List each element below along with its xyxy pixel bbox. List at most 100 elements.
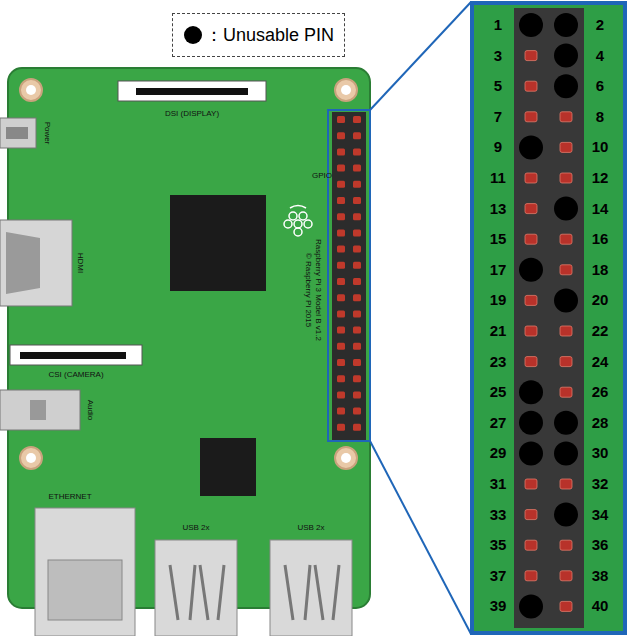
- power-socket: [6, 127, 28, 139]
- csi-label: CSI (CAMERA): [48, 371, 103, 380]
- pin-number: 36: [592, 537, 609, 554]
- usable-pin: [560, 540, 572, 550]
- pin-number: 1: [494, 17, 502, 34]
- usable-pin: [560, 479, 572, 489]
- unusable-pin: [554, 503, 578, 527]
- pin-number: 20: [592, 292, 609, 309]
- audio-jack: [0, 390, 80, 430]
- header-pin: [353, 132, 361, 139]
- pin-number: 9: [494, 139, 502, 156]
- header-pin: [353, 294, 361, 301]
- power-port: [0, 118, 36, 148]
- header-pin: [337, 294, 345, 301]
- board-model-text: Raspberry Pi 3 Model B v1.2: [314, 239, 323, 341]
- header-pins: [337, 116, 361, 431]
- pin-number: 2: [596, 17, 604, 34]
- pin-number: 32: [592, 476, 609, 493]
- usable-pin: [560, 112, 572, 122]
- header-pin: [337, 148, 345, 155]
- header-pin: [337, 310, 345, 317]
- zoom-header-strip: [514, 8, 584, 628]
- unusable-pin: [554, 197, 578, 221]
- unusable-pin: [519, 135, 543, 159]
- pin-number: 18: [592, 262, 609, 279]
- usable-pin: [525, 204, 537, 214]
- usable-pin: [560, 326, 572, 336]
- usb-label: USB 2x: [297, 524, 324, 533]
- pin-number: 31: [490, 476, 507, 493]
- usable-pin: [525, 357, 537, 367]
- processor-chip: [170, 195, 266, 291]
- pin-number: 3: [494, 47, 502, 64]
- audio-socket: [30, 400, 46, 420]
- gpio-label: GPIO: [312, 172, 332, 181]
- legend-dot: [183, 25, 203, 45]
- zoom-panel: [472, 3, 625, 633]
- usable-pin: [560, 571, 572, 581]
- usable-pin: [525, 173, 537, 183]
- legend-text: ：Unusable PIN: [205, 23, 334, 47]
- pin-number: 21: [490, 323, 507, 340]
- header-pin: [353, 359, 361, 366]
- zoom-frame: [328, 110, 370, 441]
- pin-number: 39: [490, 598, 507, 615]
- zoom-pins: [519, 13, 578, 618]
- pin-number: 40: [592, 598, 609, 615]
- csi-slot: [20, 352, 126, 359]
- usb-chip: [200, 438, 256, 496]
- unusable-pin: [519, 441, 543, 465]
- usable-pin: [525, 234, 537, 244]
- zoom-line: [370, 441, 471, 634]
- pin-number: 5: [494, 78, 502, 95]
- header-pin: [337, 391, 345, 398]
- usable-pin: [560, 387, 572, 397]
- header-pin: [353, 310, 361, 317]
- usb-label: USB 2x: [182, 524, 209, 533]
- usable-pin: [560, 601, 572, 611]
- audio-label: Audio: [86, 400, 95, 420]
- usable-pin: [560, 357, 572, 367]
- pin-number: 13: [490, 200, 507, 217]
- header-pin: [353, 213, 361, 220]
- unusable-pin: [519, 380, 543, 404]
- pin-number: 23: [490, 353, 507, 370]
- unusable-pin: [554, 411, 578, 435]
- usable-pin: [525, 112, 537, 122]
- pin-number: 4: [596, 47, 604, 64]
- pin-number: 19: [490, 292, 507, 309]
- header-pin: [337, 246, 345, 253]
- usable-pin: [525, 81, 537, 91]
- legend-box: ：Unusable PIN: [172, 13, 345, 57]
- usable-pin: [525, 510, 537, 520]
- usable-pin: [560, 265, 572, 275]
- csi-connector: [10, 345, 142, 365]
- ethernet-port: [35, 508, 135, 636]
- unusable-pin: [554, 441, 578, 465]
- header-pin: [353, 391, 361, 398]
- pin-number: 6: [596, 78, 604, 95]
- hdmi-socket: [6, 232, 40, 294]
- header-pin: [353, 246, 361, 253]
- pin-number: 12: [592, 170, 609, 187]
- header-pin: [337, 181, 345, 188]
- pin-number: 33: [490, 506, 507, 523]
- usable-pin: [525, 51, 537, 61]
- unusable-pin: [519, 258, 543, 282]
- pin-number: 28: [592, 415, 609, 432]
- pin-number: 27: [490, 415, 507, 432]
- header-pin: [353, 278, 361, 285]
- pin-number: 7: [494, 109, 502, 126]
- unusable-pin: [519, 411, 543, 435]
- header-pin: [353, 343, 361, 350]
- header-pin: [337, 327, 345, 334]
- usable-pin: [525, 571, 537, 581]
- unusable-pin: [519, 13, 543, 37]
- usb-ports: [155, 540, 352, 636]
- dsi-connector: [118, 81, 266, 101]
- pin-number: 34: [592, 506, 609, 523]
- pin-number: 10: [592, 139, 609, 156]
- pin-number: 11: [490, 170, 506, 187]
- dsi-slot: [136, 88, 248, 95]
- pin-number: 14: [592, 200, 609, 217]
- header-pin: [353, 327, 361, 334]
